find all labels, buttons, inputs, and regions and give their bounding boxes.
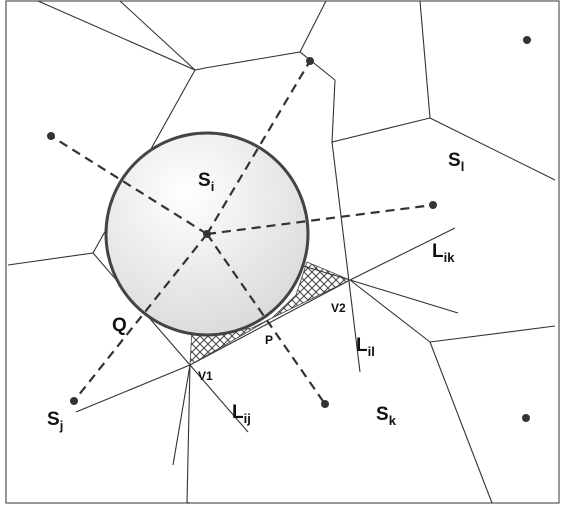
hatched-region-v2 xyxy=(271,261,351,319)
site-k xyxy=(321,400,329,408)
voronoi-cell-edges xyxy=(7,0,556,504)
site-bottom-right xyxy=(522,414,530,422)
label-v1: V1 xyxy=(198,369,213,383)
label-sk: Sk xyxy=(376,404,397,428)
dashed-site-connections xyxy=(50,60,434,405)
site-l xyxy=(429,201,437,209)
label-lil: Lil xyxy=(356,335,375,359)
site-top-right xyxy=(523,36,531,44)
site-top-left xyxy=(47,132,55,140)
diagram-frame xyxy=(5,0,560,504)
label-v2: V2 xyxy=(331,301,346,315)
label-lij: Lij xyxy=(232,402,251,426)
site-j xyxy=(70,397,78,405)
site-top xyxy=(306,57,314,65)
label-lik: Lik xyxy=(432,241,455,265)
label-sl: Sl xyxy=(448,150,464,174)
label-p: P xyxy=(265,333,273,347)
site-center xyxy=(203,230,211,238)
label-q: Q xyxy=(112,315,127,336)
site-points xyxy=(47,36,531,422)
label-sj: Sj xyxy=(47,409,63,433)
label-si: Si xyxy=(198,170,214,194)
